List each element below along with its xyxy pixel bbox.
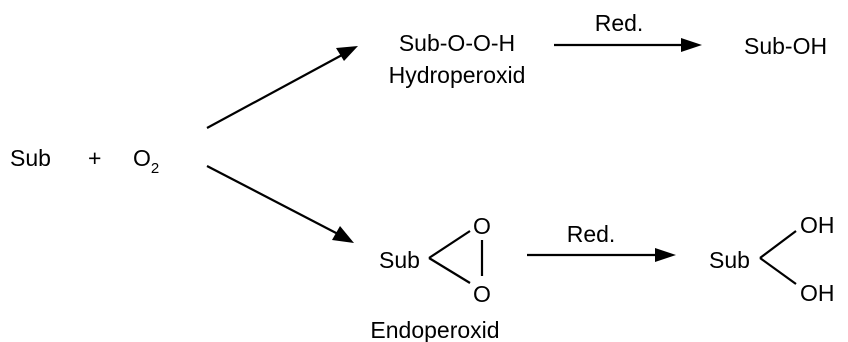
hydroxyl-bottom: OH [800, 280, 835, 306]
oxygen-subscript: 2 [151, 160, 159, 177]
upper-reduction-arrow [554, 38, 702, 52]
lower-reduction-label: Red. [567, 221, 616, 247]
ring-oxygen-bottom: O [473, 281, 491, 307]
oxygen-symbol: O [133, 145, 151, 171]
endoperoxide-ring-bonds [428, 230, 484, 284]
hydroxyl-top: OH [800, 212, 835, 238]
endoperoxide-name: Endoperoxid [370, 317, 499, 342]
oxygen-molecule: O2 [133, 145, 159, 177]
endoperoxide-substrate: Sub [379, 247, 420, 273]
reactants: Sub + O2 [10, 145, 159, 177]
substrate-label: Sub [10, 145, 51, 171]
diol-bonds [759, 230, 797, 285]
ring-oxygen-top: O [473, 213, 491, 239]
hydroperoxide-formula: Sub-O-O-H [399, 30, 515, 56]
upper-pathway: Sub-O-O-H Hydroperoxid Red. Sub-OH [389, 10, 827, 88]
hydroperoxide-name: Hydroperoxid [389, 62, 526, 88]
branch-arrow-lower [206, 165, 354, 243]
lower-pathway: Sub O O Endoperoxid Red. Sub OH OH [370, 212, 834, 342]
diol-substrate: Sub [709, 247, 750, 273]
lower-reduction-arrow [527, 248, 676, 262]
plus-sign: + [88, 145, 101, 171]
alcohol-product: Sub-OH [744, 33, 827, 59]
upper-reduction-label: Red. [595, 10, 644, 36]
branch-arrow-upper [206, 46, 358, 129]
